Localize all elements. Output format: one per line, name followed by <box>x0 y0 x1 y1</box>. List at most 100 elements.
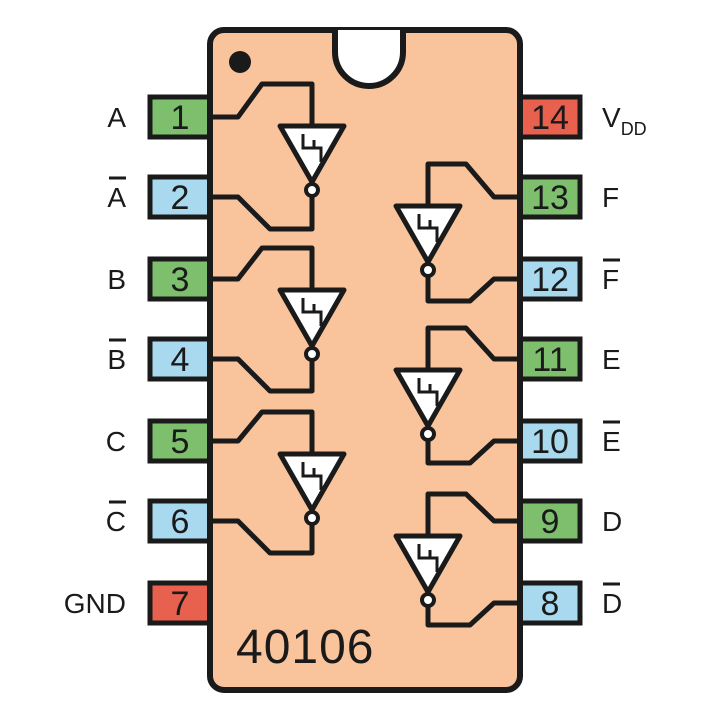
gate-E-triangle <box>393 367 463 429</box>
gate-F-triangle <box>393 203 463 265</box>
pin-1-pad <box>147 94 213 140</box>
pin-11: 11 E <box>517 336 621 382</box>
pin-10-label: E <box>602 426 621 457</box>
pin-11-number: 11 <box>532 341 567 379</box>
pin-label-text: C <box>106 506 126 537</box>
pin-label-text: B <box>107 264 126 295</box>
pin-13: 13 F <box>517 174 619 220</box>
pin-3-label: B <box>107 264 126 295</box>
pin-4-label: B <box>107 344 126 375</box>
schmitt-trigger-inverter-icon <box>277 287 347 362</box>
wire-pin-1-to-gate-A <box>209 81 315 129</box>
pin-5-number: 5 <box>171 423 190 461</box>
wire-gate-A-to-pin-2 <box>209 193 315 232</box>
pin-2: 2A <box>107 174 213 220</box>
pin-label-text: C <box>106 426 126 457</box>
schmitt-trigger-inverter-icon <box>393 203 463 278</box>
schmitt-trigger-inverter-icon <box>277 123 347 198</box>
pin-6-label: C <box>106 506 126 537</box>
pin1-dot-icon <box>229 51 251 73</box>
chip-part-number: 40106 <box>236 621 374 674</box>
gate-C-bubble <box>304 510 320 526</box>
pin-4-pad <box>147 336 213 382</box>
chip-notch-icon <box>332 30 406 89</box>
pin-label-text: B <box>107 344 126 375</box>
wire-gate-F-to-pin-12 <box>425 273 521 304</box>
gate-F-hysteresis <box>417 214 439 242</box>
pin-12-number: 12 <box>531 261 569 299</box>
pin-13-label: F <box>602 182 619 213</box>
pin-5: 5C <box>106 418 213 464</box>
pin-label-text: GND <box>64 588 126 619</box>
gate-C-hysteresis <box>301 462 323 490</box>
pin-3: 3B <box>107 256 213 302</box>
pin-1-label: A <box>107 102 126 133</box>
gate-A-triangle <box>277 123 347 185</box>
pin-5-label: C <box>106 426 126 457</box>
wire-pin-9-to-gate-D <box>425 491 521 539</box>
pin-5-pad <box>147 418 213 464</box>
wire-gate-E-to-pin-10 <box>425 437 521 466</box>
gate-D-hysteresis <box>417 544 439 572</box>
pin-11-label: E <box>602 344 621 375</box>
pin-10-pad <box>517 418 583 464</box>
wire-pin-3-to-gate-B <box>209 245 315 293</box>
pin-13-number: 13 <box>531 179 569 217</box>
pin-9-label: D <box>602 506 622 537</box>
pin-12-label: F <box>602 264 619 295</box>
chip-body <box>207 27 523 693</box>
wire-gate-C-to-pin-6 <box>209 518 315 556</box>
pin-12: 12 F <box>517 256 620 302</box>
pin-7-number: 7 <box>171 585 190 623</box>
pin-3-number: 3 <box>171 261 190 299</box>
pin-label-text: A <box>107 182 126 213</box>
pin-7-label: GND <box>64 588 126 619</box>
wire-pin-5-to-gate-C <box>209 409 315 457</box>
gates-layer <box>277 123 463 608</box>
pin-label-text: E <box>602 426 621 457</box>
pin-label-text: A <box>107 102 126 133</box>
pin-2-number: 2 <box>171 179 190 217</box>
pin-3-pad <box>147 256 213 302</box>
gate-F-bubble <box>420 262 436 278</box>
gate-D-bubble <box>420 592 436 608</box>
gate-B-hysteresis <box>301 298 323 326</box>
pin-4-number: 4 <box>171 341 190 379</box>
pin-4: 4B <box>107 336 213 382</box>
pin-1: 1A <box>107 94 213 140</box>
wire-gate-B-to-pin-4 <box>209 356 315 394</box>
pin-2-label: A <box>107 182 126 213</box>
gate-B-bubble <box>304 346 320 362</box>
pin-6-number: 6 <box>171 503 190 541</box>
pin-8-number: 8 <box>541 585 560 623</box>
pin-7: 7 GND <box>64 580 213 626</box>
chip-body-layer: 40106 <box>207 27 523 693</box>
schmitt-trigger-inverter-icon <box>277 451 347 526</box>
pin-9-number: 9 <box>541 503 560 541</box>
schmitt-trigger-inverter-icon <box>393 533 463 608</box>
pin-14-label: VDD <box>602 102 647 139</box>
pin-label-text: F <box>602 182 619 213</box>
wire-pin-13-to-gate-F <box>425 161 521 209</box>
pin-1-number: 1 <box>171 99 190 137</box>
wire-pin-11-to-gate-E <box>425 325 521 373</box>
wire-gate-D-to-pin-8 <box>425 600 521 628</box>
pin-8-label: D <box>602 588 622 619</box>
pin-label-text: F <box>602 264 619 295</box>
gate-A-hysteresis <box>301 134 323 162</box>
gate-A-bubble <box>304 182 320 198</box>
pin-6: 6C <box>106 498 213 544</box>
gate-B-triangle <box>277 287 347 349</box>
gate-E-hysteresis <box>417 378 439 406</box>
pin-12-pad <box>517 256 583 302</box>
pin-14-pad <box>517 94 583 140</box>
gate-D-triangle <box>393 533 463 595</box>
gate-C-triangle <box>277 451 347 513</box>
